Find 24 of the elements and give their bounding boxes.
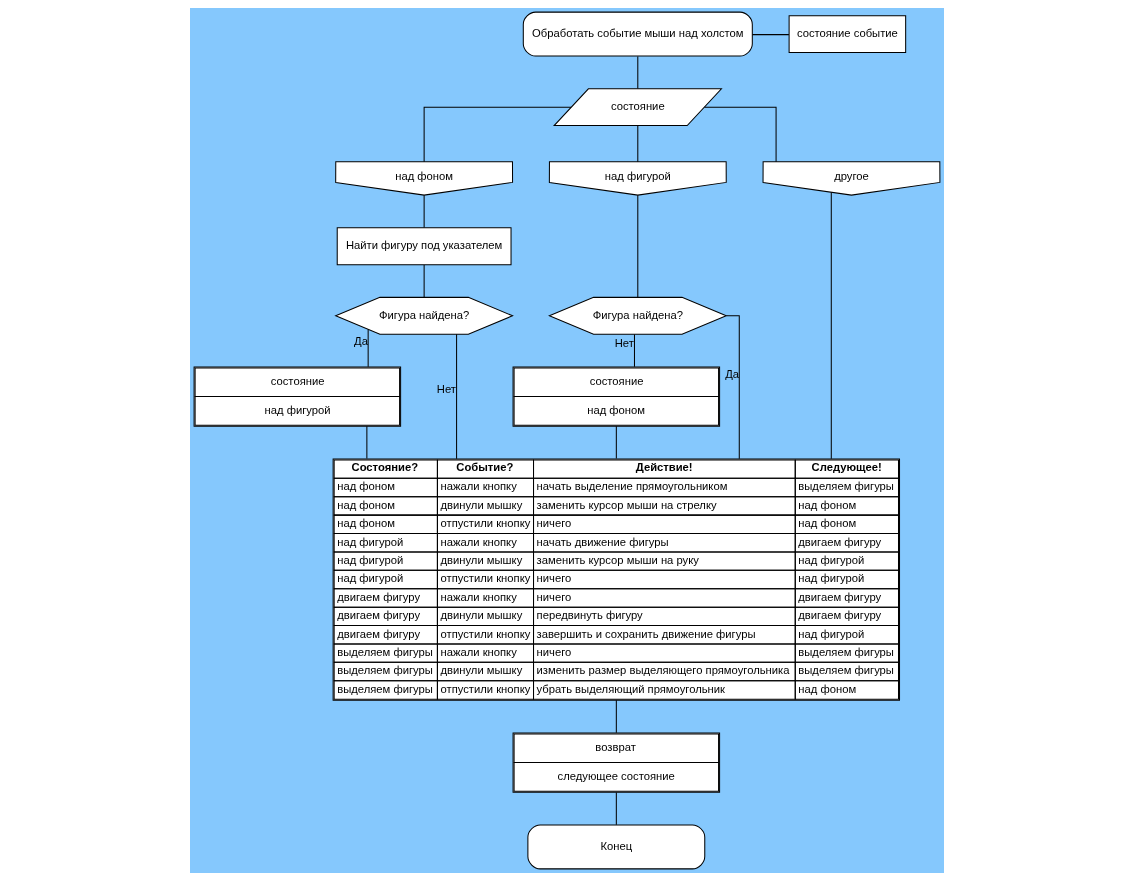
edge-label: Нет bbox=[614, 337, 634, 350]
connector bbox=[636, 194, 638, 298]
connector bbox=[455, 333, 457, 460]
connector bbox=[615, 792, 617, 826]
edge-label: Да bbox=[724, 367, 739, 380]
node-box: Обработать событие мыши над холстом bbox=[522, 11, 753, 57]
edge-label: Нет bbox=[436, 383, 456, 396]
connector bbox=[615, 699, 617, 734]
node-box: состояние событие bbox=[788, 15, 906, 53]
connector bbox=[423, 194, 425, 229]
connector bbox=[365, 425, 367, 460]
node-box: Найти фигуру под указателем bbox=[336, 227, 512, 266]
connector bbox=[423, 264, 425, 298]
connector bbox=[636, 55, 638, 89]
node-box: Конец bbox=[526, 824, 705, 870]
connector bbox=[615, 425, 617, 460]
connector bbox=[751, 34, 789, 36]
connector bbox=[830, 192, 832, 460]
connector bbox=[367, 328, 369, 368]
connector bbox=[703, 106, 777, 163]
connector bbox=[636, 125, 638, 163]
connector bbox=[633, 334, 635, 368]
connector bbox=[423, 106, 572, 163]
edge-label: Да bbox=[353, 334, 368, 347]
